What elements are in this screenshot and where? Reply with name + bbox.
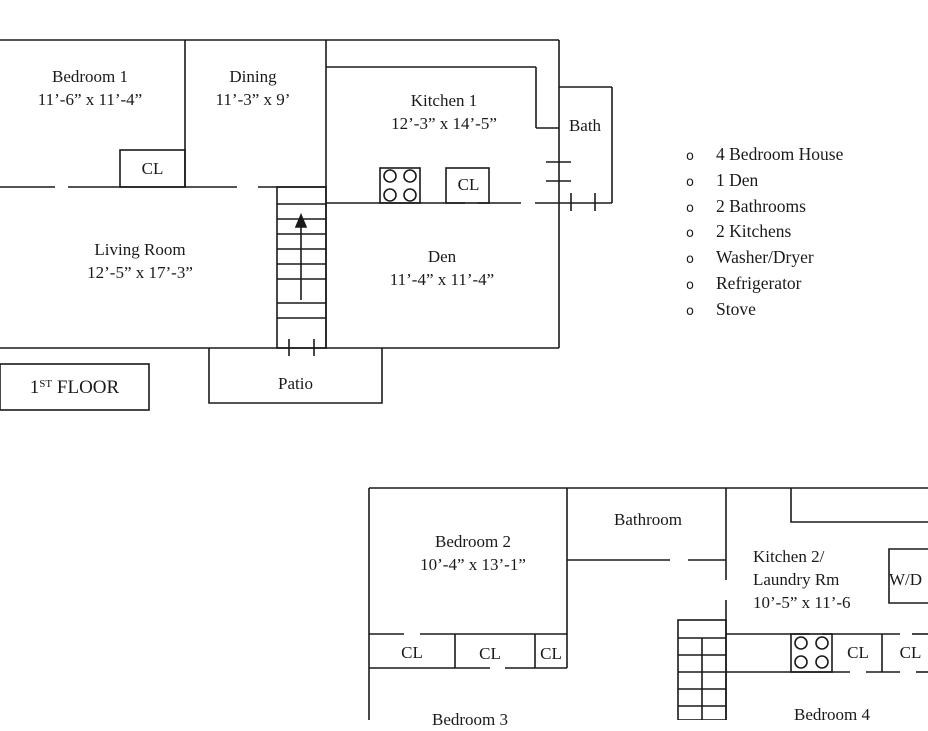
bullet-icon: o bbox=[686, 252, 694, 268]
feature-item: o 4 Bedroom House bbox=[686, 143, 843, 169]
closet-label-1: CL bbox=[401, 643, 423, 662]
bullet-icon: o bbox=[686, 149, 694, 164]
living-room-size: 12’-5” x 17’-3” bbox=[87, 263, 193, 282]
bullet-icon: o bbox=[686, 303, 694, 319]
bedroom2-size: 10’-4” x 13’-1” bbox=[420, 555, 526, 574]
feature-text: 2 Bathrooms bbox=[716, 195, 806, 216]
kitchen1-name: Kitchen 1 bbox=[410, 91, 478, 110]
feature-item: o 1 Den bbox=[686, 169, 843, 195]
bullet-icon: o bbox=[686, 277, 694, 293]
floor-suffix: ST bbox=[39, 378, 53, 390]
floor-number: 1 bbox=[29, 377, 40, 398]
kitchen2-name-line2: Laundry Rm bbox=[753, 570, 840, 589]
feature-item: o Washer/Dryer bbox=[686, 246, 843, 272]
feature-item: o 2 Kitchens bbox=[686, 220, 843, 246]
feature-item: o Stove bbox=[686, 298, 843, 324]
dining-size: 11’-3” x 9’ bbox=[215, 90, 291, 109]
first-floor-walls bbox=[0, 39, 613, 411]
kitchen2-size: 10’-5” x 11’-6 bbox=[753, 593, 851, 612]
kitchen1-size: 12’-3” x 14’-5” bbox=[391, 114, 497, 133]
bedroom2-label: Bedroom 2 10’-4” x 13’-1” bbox=[383, 530, 563, 576]
second-floor-walls bbox=[368, 487, 928, 720]
bedroom1-size: 11’-6” x 11’-4” bbox=[37, 90, 143, 109]
dining-label: Dining 11’-3” x 9’ bbox=[193, 65, 313, 111]
kitchen1-label: Kitchen 1 12’-3” x 14’-5” bbox=[359, 89, 529, 135]
bedroom1-closet-label: CL bbox=[141, 159, 164, 178]
floor-word: FLOOR bbox=[56, 377, 120, 398]
features-list: o 4 Bedroom House o 1 Den o 2 Bathrooms o 2 Kit… bbox=[686, 143, 843, 324]
kitchen1-closet-label: CL bbox=[457, 175, 480, 194]
kitchen2-label: Kitchen 2/ Laundry Rm 10’-5” x 11’-6 bbox=[753, 545, 883, 614]
bedroom1-name: Bedroom 1 bbox=[51, 67, 129, 86]
living-room-label: Living Room 12’-5” x 17’-3” bbox=[60, 238, 220, 284]
washer-dryer-label: W/D bbox=[889, 570, 923, 589]
feature-text: 1 Den bbox=[716, 169, 759, 190]
bullet-icon: o bbox=[686, 174, 694, 190]
closet-label-4: CL bbox=[847, 643, 869, 662]
closet-label-2: CL bbox=[479, 644, 501, 663]
bedroom1-label: Bedroom 1 11’-6” x 11’-4” bbox=[20, 65, 160, 111]
closet-label-3: CL bbox=[540, 644, 562, 663]
den-label: Den 11’-4” x 11’-4” bbox=[362, 245, 522, 291]
kitchen2-name: Kitchen 2/ bbox=[753, 547, 825, 566]
feature-text: 4 Bedroom House bbox=[716, 144, 844, 164]
feature-text: Washer/Dryer bbox=[716, 247, 814, 268]
den-size: 11’-4” x 11’-4” bbox=[389, 270, 495, 289]
bathroom2-label: Bathroom bbox=[614, 510, 682, 529]
bullet-icon: o bbox=[686, 226, 694, 242]
floor-label: 1ST FLOOR bbox=[0, 364, 149, 410]
feature-item: o Refrigerator bbox=[686, 272, 843, 298]
dining-name: Dining bbox=[229, 67, 277, 86]
bullet-icon: o bbox=[686, 200, 694, 216]
bedroom4-label: Bedroom 4 bbox=[793, 705, 871, 724]
feature-text: Refrigerator bbox=[716, 272, 802, 293]
den-name: Den bbox=[427, 247, 457, 266]
feature-item: o 2 Bathrooms bbox=[686, 195, 843, 221]
feature-text: 2 Kitchens bbox=[716, 221, 792, 242]
bath-label: Bath bbox=[568, 116, 602, 135]
feature-text: Stove bbox=[716, 298, 756, 319]
living-room-name: Living Room bbox=[94, 240, 186, 259]
patio-label: Patio bbox=[278, 374, 313, 393]
bedroom2-name: Bedroom 2 bbox=[434, 532, 512, 551]
closet-label-5: CL bbox=[899, 643, 922, 662]
